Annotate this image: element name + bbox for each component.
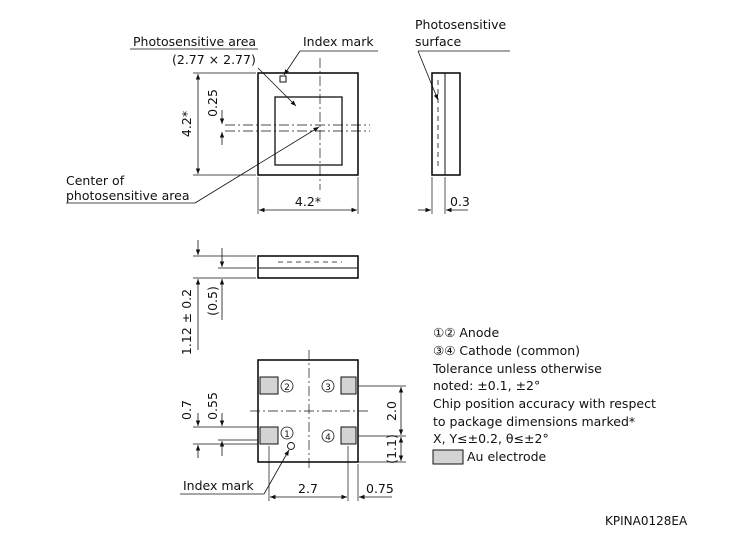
legend-cathode: ③④ Cathode (common): [433, 343, 580, 358]
drawing-code: KPINA0128EA: [605, 514, 688, 528]
photosensitive-area-label: Photosensitive area: [133, 34, 256, 49]
surface-leader: [417, 50, 439, 101]
photosensitive-area-leader: [257, 67, 297, 107]
width-dim-value: 4.2*: [295, 194, 321, 209]
center-leader: [194, 126, 320, 204]
bottom-index-mark-leader: [263, 449, 290, 495]
au-electrode-label: Au electrode: [467, 449, 547, 464]
top-view: Photosensitive area (2.77 × 2.77) Index …: [66, 34, 378, 214]
pad-4-number: 4: [325, 433, 331, 443]
legend-accuracy-3: X, Y≤±0.2, θ≤±2°: [433, 431, 549, 446]
top-view-package-outline: [257, 72, 359, 176]
front-view: 1.12 ± 0.2 (0.5): [179, 240, 359, 355]
pad-4-number-circle: [321, 429, 335, 443]
pad-1-number-circle: [280, 426, 294, 440]
center-label-line2: photosensitive area: [66, 188, 189, 203]
legend-accuracy-1: Chip position accuracy with respect: [433, 396, 656, 411]
height-dim-value: 4.2*: [179, 111, 194, 137]
legend: ①② Anode ③④ Cathode (common) Tolerance u…: [432, 325, 656, 465]
bottom-index-mark-label: Index mark: [183, 478, 254, 493]
pad-offset-value: (1.1): [384, 434, 399, 464]
surface-label-line2: surface: [415, 34, 462, 49]
front-view-outline: [257, 255, 359, 279]
center-label-line1: Center of: [66, 173, 125, 188]
electrode-pad-3: [340, 376, 357, 395]
pad-gap-value: 0.55: [205, 392, 220, 420]
pad-1-number: 1: [284, 430, 290, 440]
electrode-pad-4: [340, 426, 357, 445]
top-index-mark-label: Index mark: [303, 34, 374, 49]
surface-label-line1: Photosensitive: [415, 17, 507, 32]
pad-height-value: 0.7: [179, 400, 194, 420]
side-view: Photosensitive surface 0.3: [415, 17, 510, 214]
pad-3-number-circle: [321, 379, 335, 393]
pad-2-number-circle: [280, 379, 294, 393]
electrode-pad-1: [259, 426, 279, 445]
vertical-spacing-value: 2.0: [384, 401, 399, 421]
total-height-value: 1.12 ± 0.2: [179, 289, 194, 355]
legend-accuracy-2: to package dimensions marked*: [433, 414, 635, 429]
top-index-mark-leader: [283, 50, 301, 76]
bottom-index-mark-circle: [287, 442, 295, 450]
horizontal-spacing-value: 2.7: [298, 481, 318, 496]
thickness-dim-value: 0.3: [450, 194, 470, 209]
offset-dim-value: 0.25: [205, 89, 220, 117]
au-electrode-swatch: [432, 449, 464, 465]
pad-2-number: 2: [284, 383, 290, 393]
legend-anode: ①② Anode: [433, 325, 499, 340]
bottom-view: 2 3 1 4 Index mark 0.7 0.55 2.0 (1.1): [179, 350, 406, 501]
legend-tolerance-1: Tolerance unless otherwise: [432, 361, 602, 376]
side-view-outline: [431, 72, 461, 176]
edge-dim-value: 0.75: [366, 481, 394, 496]
inner-height-value: (0.5): [205, 286, 220, 316]
top-index-mark-square: [279, 75, 287, 83]
legend-tolerance-2: noted: ±0.1, ±2°: [433, 378, 540, 393]
photosensitive-area-size: (2.77 × 2.77): [172, 52, 256, 67]
electrode-pad-2: [259, 376, 279, 395]
pad-3-number: 3: [325, 383, 331, 393]
